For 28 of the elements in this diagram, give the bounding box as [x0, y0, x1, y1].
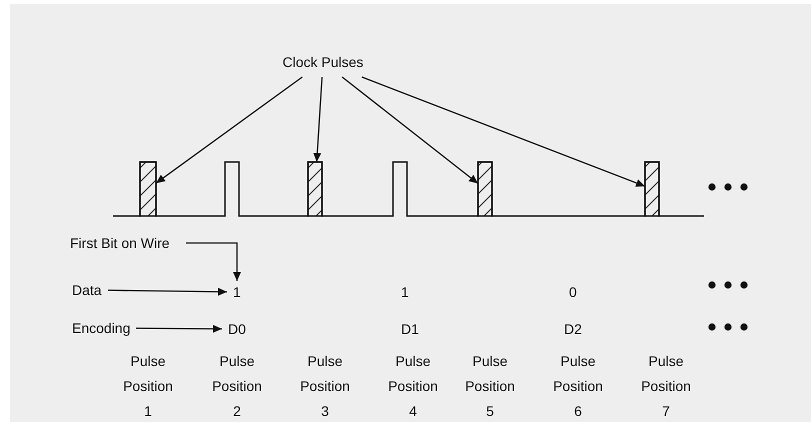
annotation-label: Clock Pulses	[282, 53, 364, 71]
arrow	[342, 76, 478, 184]
encoding-value: D2	[564, 320, 582, 338]
pulse-position-label: Pulse Position 6	[552, 352, 604, 421]
data-value: 0	[569, 283, 577, 301]
data-value: 1	[233, 283, 241, 301]
arrow	[313, 76, 323, 162]
arrow	[156, 76, 303, 184]
arrow	[186, 242, 241, 281]
annotation-label: First Bit on Wire	[70, 234, 170, 252]
clock-pulse	[644, 161, 660, 217]
pulse-position-label: Pulse Position 7	[640, 352, 692, 421]
pulse-position-label: Pulse Position 1	[122, 352, 174, 421]
clock-pulse	[307, 161, 323, 217]
pulse-position-label: Pulse Position 5	[464, 352, 516, 421]
row-label: Encoding	[72, 319, 130, 337]
arrow	[108, 288, 227, 296]
pulse-position-label: Pulse Position 4	[387, 352, 439, 421]
arrow	[136, 324, 222, 333]
row-label: Data	[72, 281, 102, 299]
clock-pulse	[139, 161, 157, 217]
arrow	[362, 76, 646, 187]
pulse-position-label: Pulse Position 3	[299, 352, 351, 421]
pulse-position-label: Pulse Position 2	[211, 352, 263, 421]
encoding-value: D0	[228, 320, 246, 338]
data-value: 1	[401, 283, 409, 301]
clock-pulse	[477, 161, 493, 217]
encoding-value: D1	[401, 320, 419, 338]
